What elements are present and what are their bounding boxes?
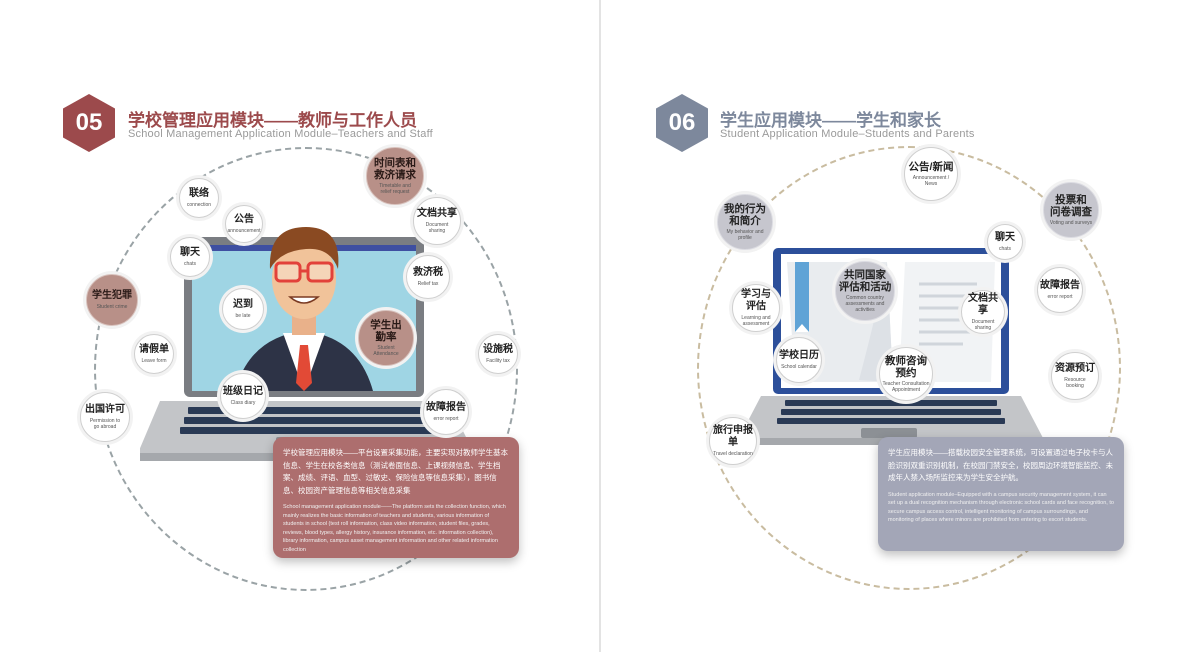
feature-node-en-label: Facility tax [486,358,510,364]
feature-node-cn-label: 教师咨询预约 [885,355,927,379]
left-info-en: School management application module——Th… [283,504,506,553]
right-feature-node: 投票和问卷调查 Voting and surveys [1043,182,1099,238]
feature-node-cn-label: 我的行为和简介 [724,203,766,227]
feature-node-cn-label: 学生出勤率 [370,319,402,343]
feature-node-cn-label: 聊天 [180,247,200,258]
right-info-cn: 学生应用模块——搭载校园安全管理系统，可设置通过电子校卡与人脸识别双重识别机制，… [888,448,1113,482]
feature-node-cn-label: 学习与评估 [741,289,771,312]
feature-node-cn-label: 投票和问卷调查 [1050,194,1092,218]
left-title-cn: 学校管理应用模块——教师与工作人员 [128,111,417,130]
feature-node-cn-label: 救济税 [413,267,443,278]
feature-node-cn-label: 联络 [189,188,209,199]
right-feature-node: 旅行申报单 Travel declaration [709,417,757,465]
left-feature-node: 联络 connection [179,178,219,218]
left-feature-node: 请假单 Leave form [134,334,174,374]
module-06-badge: 06 [656,94,708,152]
feature-node-en-label: Class diary [230,400,256,406]
left-feature-node: 班级日记 Class diary [220,373,266,419]
feature-node-cn-label: 故障报告 [1040,280,1080,291]
feature-node-cn-label: 旅行申报单 [713,425,753,448]
right-title-en: Student Application Module–Students and … [720,128,975,140]
feature-node-cn-label: 出国许可 [85,404,125,415]
right-title-cn: 学生应用模块——学生和家长 [720,111,941,130]
left-feature-node: 学生犯罪 Student crime [86,274,138,326]
right-feature-node: 公告/新闻 Announcement /News [904,147,958,201]
feature-node-cn-label: 请假单 [139,344,169,355]
feature-node-en-label: Student crime [96,304,128,310]
feature-node-cn-label: 班级日记 [223,386,263,397]
module-05-badge: 05 [63,94,115,152]
left-title-en: School Management Application Module–Tea… [128,128,433,140]
feature-node-en-label: error report [433,416,459,422]
feature-node-cn-label: 时间表和救济请求 [374,157,416,181]
feature-node-en-label: error report [1047,294,1073,300]
feature-node-en-label: announcement [227,228,261,234]
feature-node-en-label: Relief tax [417,281,439,287]
left-feature-node: 故障报告 error report [423,389,469,435]
right-info-box: 学生应用模块——搭载校园安全管理系统，可设置通过电子校卡与人脸识别双重识别机制，… [878,437,1124,551]
feature-node-cn-label: 迟到 [233,299,253,310]
left-info-cn: 学校管理应用模块——平台设置采集功能，主要实现对教师学生基本信息、学生在校各类信… [283,448,508,495]
feature-node-en-label: chats [999,246,1011,252]
left-dashed-orbit [94,147,518,591]
left-feature-node: 公告 announcement [225,205,263,243]
feature-node-en-label: School calendar [781,364,817,370]
left-feature-node: 救济税 Relief tax [406,255,450,299]
left-feature-node: 迟到 be late [222,288,264,330]
feature-node-cn-label: 学生犯罪 [92,290,132,301]
feature-node-en-label: chats [184,261,196,267]
feature-node-cn-label: 故障报告 [426,402,466,413]
left-page: 05 学校管理应用模块——教师与工作人员 School Management A… [0,0,599,652]
feature-node-en-label: Leave form [141,358,167,364]
right-page: 06 学生应用模块——学生和家长 Student Application Mod… [601,0,1200,652]
feature-node-cn-label: 设施税 [483,344,513,355]
right-info-en: Student application module–Equipped with… [888,491,1114,524]
feature-node-en-label: Travel declaration [713,451,753,457]
left-feature-node: 聊天 chats [170,237,210,277]
right-feature-node: 故障报告 error report [1037,267,1083,313]
feature-node-cn-label: 文档共享 [968,293,998,316]
feature-node-cn-label: 公告/新闻 [908,161,954,173]
feature-node-cn-label: 公告 [234,214,254,225]
left-info-box: 学校管理应用模块——平台设置采集功能，主要实现对教师学生基本信息、学生在校各类信… [273,437,519,558]
feature-node-cn-label: 文档共享 [417,208,457,219]
feature-node-en-label: connection [186,202,212,208]
feature-node-en-label: Voting and surveys [1049,220,1093,226]
right-dashed-orbit [697,146,1121,590]
page-spine [599,0,601,652]
right-feature-node: 学校日历 School calendar [776,337,822,383]
feature-node-cn-label: 学校日历 [779,350,819,361]
feature-node-en-label: be late [235,313,251,319]
feature-node-en-label: Announcement /News [912,175,950,187]
feature-node-cn-label: 资源预订 [1055,363,1095,374]
right-feature-node: 聊天 chats [987,224,1023,260]
feature-node-cn-label: 共同国家评估和活动 [838,269,892,293]
feature-node-cn-label: 聊天 [995,232,1015,243]
left-feature-node: 设施税 Facility tax [478,334,518,374]
